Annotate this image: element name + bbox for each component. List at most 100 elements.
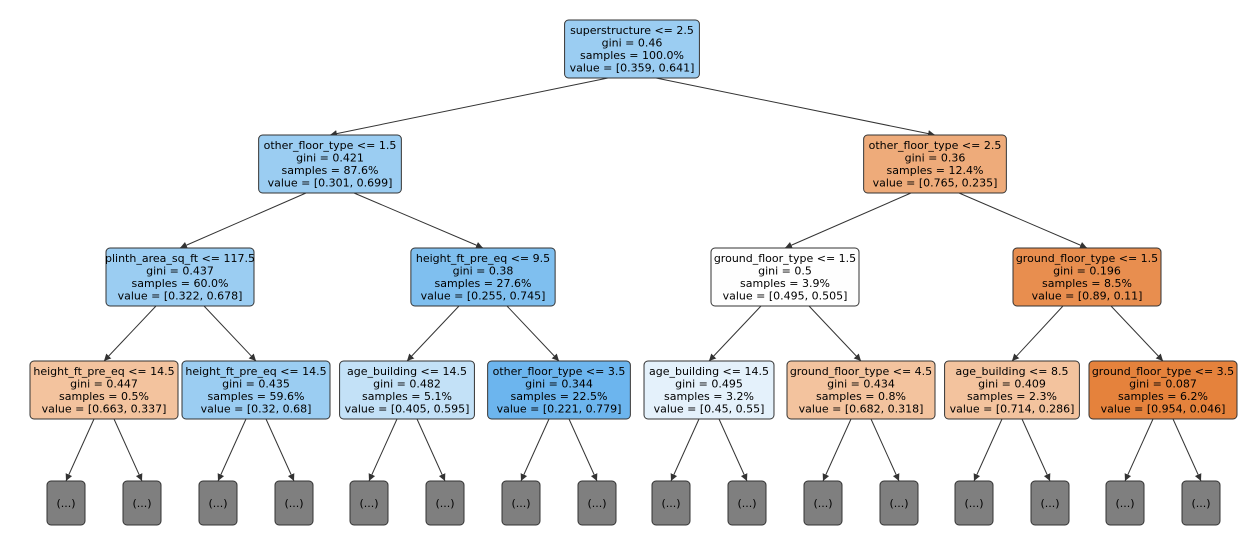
tree-node-line: samples = 6.2% [1118,390,1208,403]
tree-node-box [258,134,402,194]
tree-node-box [1088,360,1238,420]
tree-edge [1011,305,1064,362]
tree-node-line: gini = 0.38 [453,265,514,278]
tree-edge [203,305,257,362]
tree-node-line: ground_floor_type <= 3.5 [1092,365,1234,378]
tree-edge [406,305,460,362]
tree-node-line: gini = 0.46 [602,37,663,50]
tree-edge [1124,418,1154,482]
tree-node-line: age_building <= 14.5 [649,365,769,378]
tree-node-line: value = [0.301, 0.699] [268,177,393,190]
tree-node-line: ground_floor_type <= 1.5 [714,252,856,265]
tree-leaf-box [577,480,617,526]
tree-node-line: ground_floor_type <= 4.5 [790,365,932,378]
tree-node-box [105,247,255,307]
tree-edge [416,418,446,482]
tree-node-box [487,360,631,420]
tree-edge [113,418,143,482]
tree-edge [1172,418,1202,482]
tree-node-line: value = [0.714, 0.286] [950,403,1075,416]
tree-node-box [944,360,1080,420]
tree-leaf: (...) [274,480,314,526]
tree-node-line: samples = 100.0% [580,49,684,62]
tree-leaves: (...) (...) (...) (...) (...) (...) (...) (...)… [46,480,1221,526]
tree-edge [520,418,550,482]
tree-edge [808,305,862,362]
tree-leaf-box [46,480,86,526]
tree-edge [870,418,900,482]
tree-node-line: value = [0.322, 0.678] [118,290,243,303]
tree-leaf-box [274,480,314,526]
tree-node-box [786,360,936,420]
tree-leaf-label: (...) [964,497,983,510]
tree-leaf: (...) [651,480,691,526]
tree-node-line: gini = 0.196 [1053,265,1121,278]
tree-node-line: value = [0.405, 0.595] [345,403,470,416]
tree-node-line: samples = 59.6% [208,390,305,403]
tree-leaf-box [122,480,162,526]
tree-leaf-label: (...) [132,497,151,510]
tree-node-line: value = [0.495, 0.505] [723,290,848,303]
tree-node-line: superstructure <= 2.5 [570,24,694,37]
tree-node-line: other_floor_type <= 3.5 [493,365,626,378]
tree-edge [958,192,1088,249]
tree-node-line: value = [0.221, 0.779] [497,403,622,416]
tree-node-line: height_ft_pre_eq <= 14.5 [185,365,326,378]
tree-leaf-box [1181,480,1221,526]
tree-node-line: gini = 0.5 [758,265,812,278]
tree-node-line: gini = 0.409 [978,378,1046,391]
tree-edge [329,77,609,138]
tree-node-line: samples = 27.6% [435,277,532,290]
tree-node-line: gini = 0.495 [675,378,743,391]
tree-edge [179,192,307,249]
tree-node-line: gini = 0.087 [1129,378,1197,391]
tree-leaf-label: (...) [511,497,530,510]
tree-node-line: age_building <= 14.5 [347,365,467,378]
tree-node-line: gini = 0.437 [146,265,214,278]
tree-leaf-box [954,480,994,526]
tree-leaf-label: (...) [813,497,832,510]
tree-leaf-label: (...) [889,497,908,510]
tree-node-line: other_floor_type <= 1.5 [264,139,397,152]
tree-edges [65,77,1202,482]
tree-node-line: height_ft_pre_eq <= 9.5 [416,252,550,265]
tree-node-line: gini = 0.482 [373,378,441,391]
tree-leaf-label: (...) [208,497,227,510]
tree-node-line: gini = 0.344 [525,378,593,391]
tree-node-line: samples = 0.8% [816,390,906,403]
tree-node-line: value = [0.765, 0.235] [873,177,998,190]
tree-leaf-label: (...) [284,497,303,510]
tree-node-line: ground_floor_type <= 1.5 [1016,252,1158,265]
tree-node-box [643,360,775,420]
tree-leaf-label: (...) [1191,497,1210,510]
tree-leaf-box [1105,480,1145,526]
tree-leaf: (...) [1105,480,1145,526]
tree-leaf-box [501,480,541,526]
tree-leaf-label: (...) [587,497,606,510]
tree-leaf-box [727,480,767,526]
tree-leaf-box [349,480,389,526]
tree-node-line: gini = 0.434 [827,378,895,391]
tree-leaf: (...) [879,480,919,526]
tree-leaf-box [198,480,238,526]
tree-node-line: age_building <= 8.5 [956,365,1069,378]
tree-leaf: (...) [727,480,767,526]
tree-node-box [564,19,700,79]
tree-edge [568,418,598,482]
tree-node-line: samples = 3.9% [740,277,830,290]
tree-leaf: (...) [1181,480,1221,526]
tree-edge [65,418,95,482]
tree-node-line: value = [0.954, 0.046] [1101,403,1226,416]
tree-edge [822,418,852,482]
tree-edge [217,418,247,482]
tree-edge [103,305,157,362]
